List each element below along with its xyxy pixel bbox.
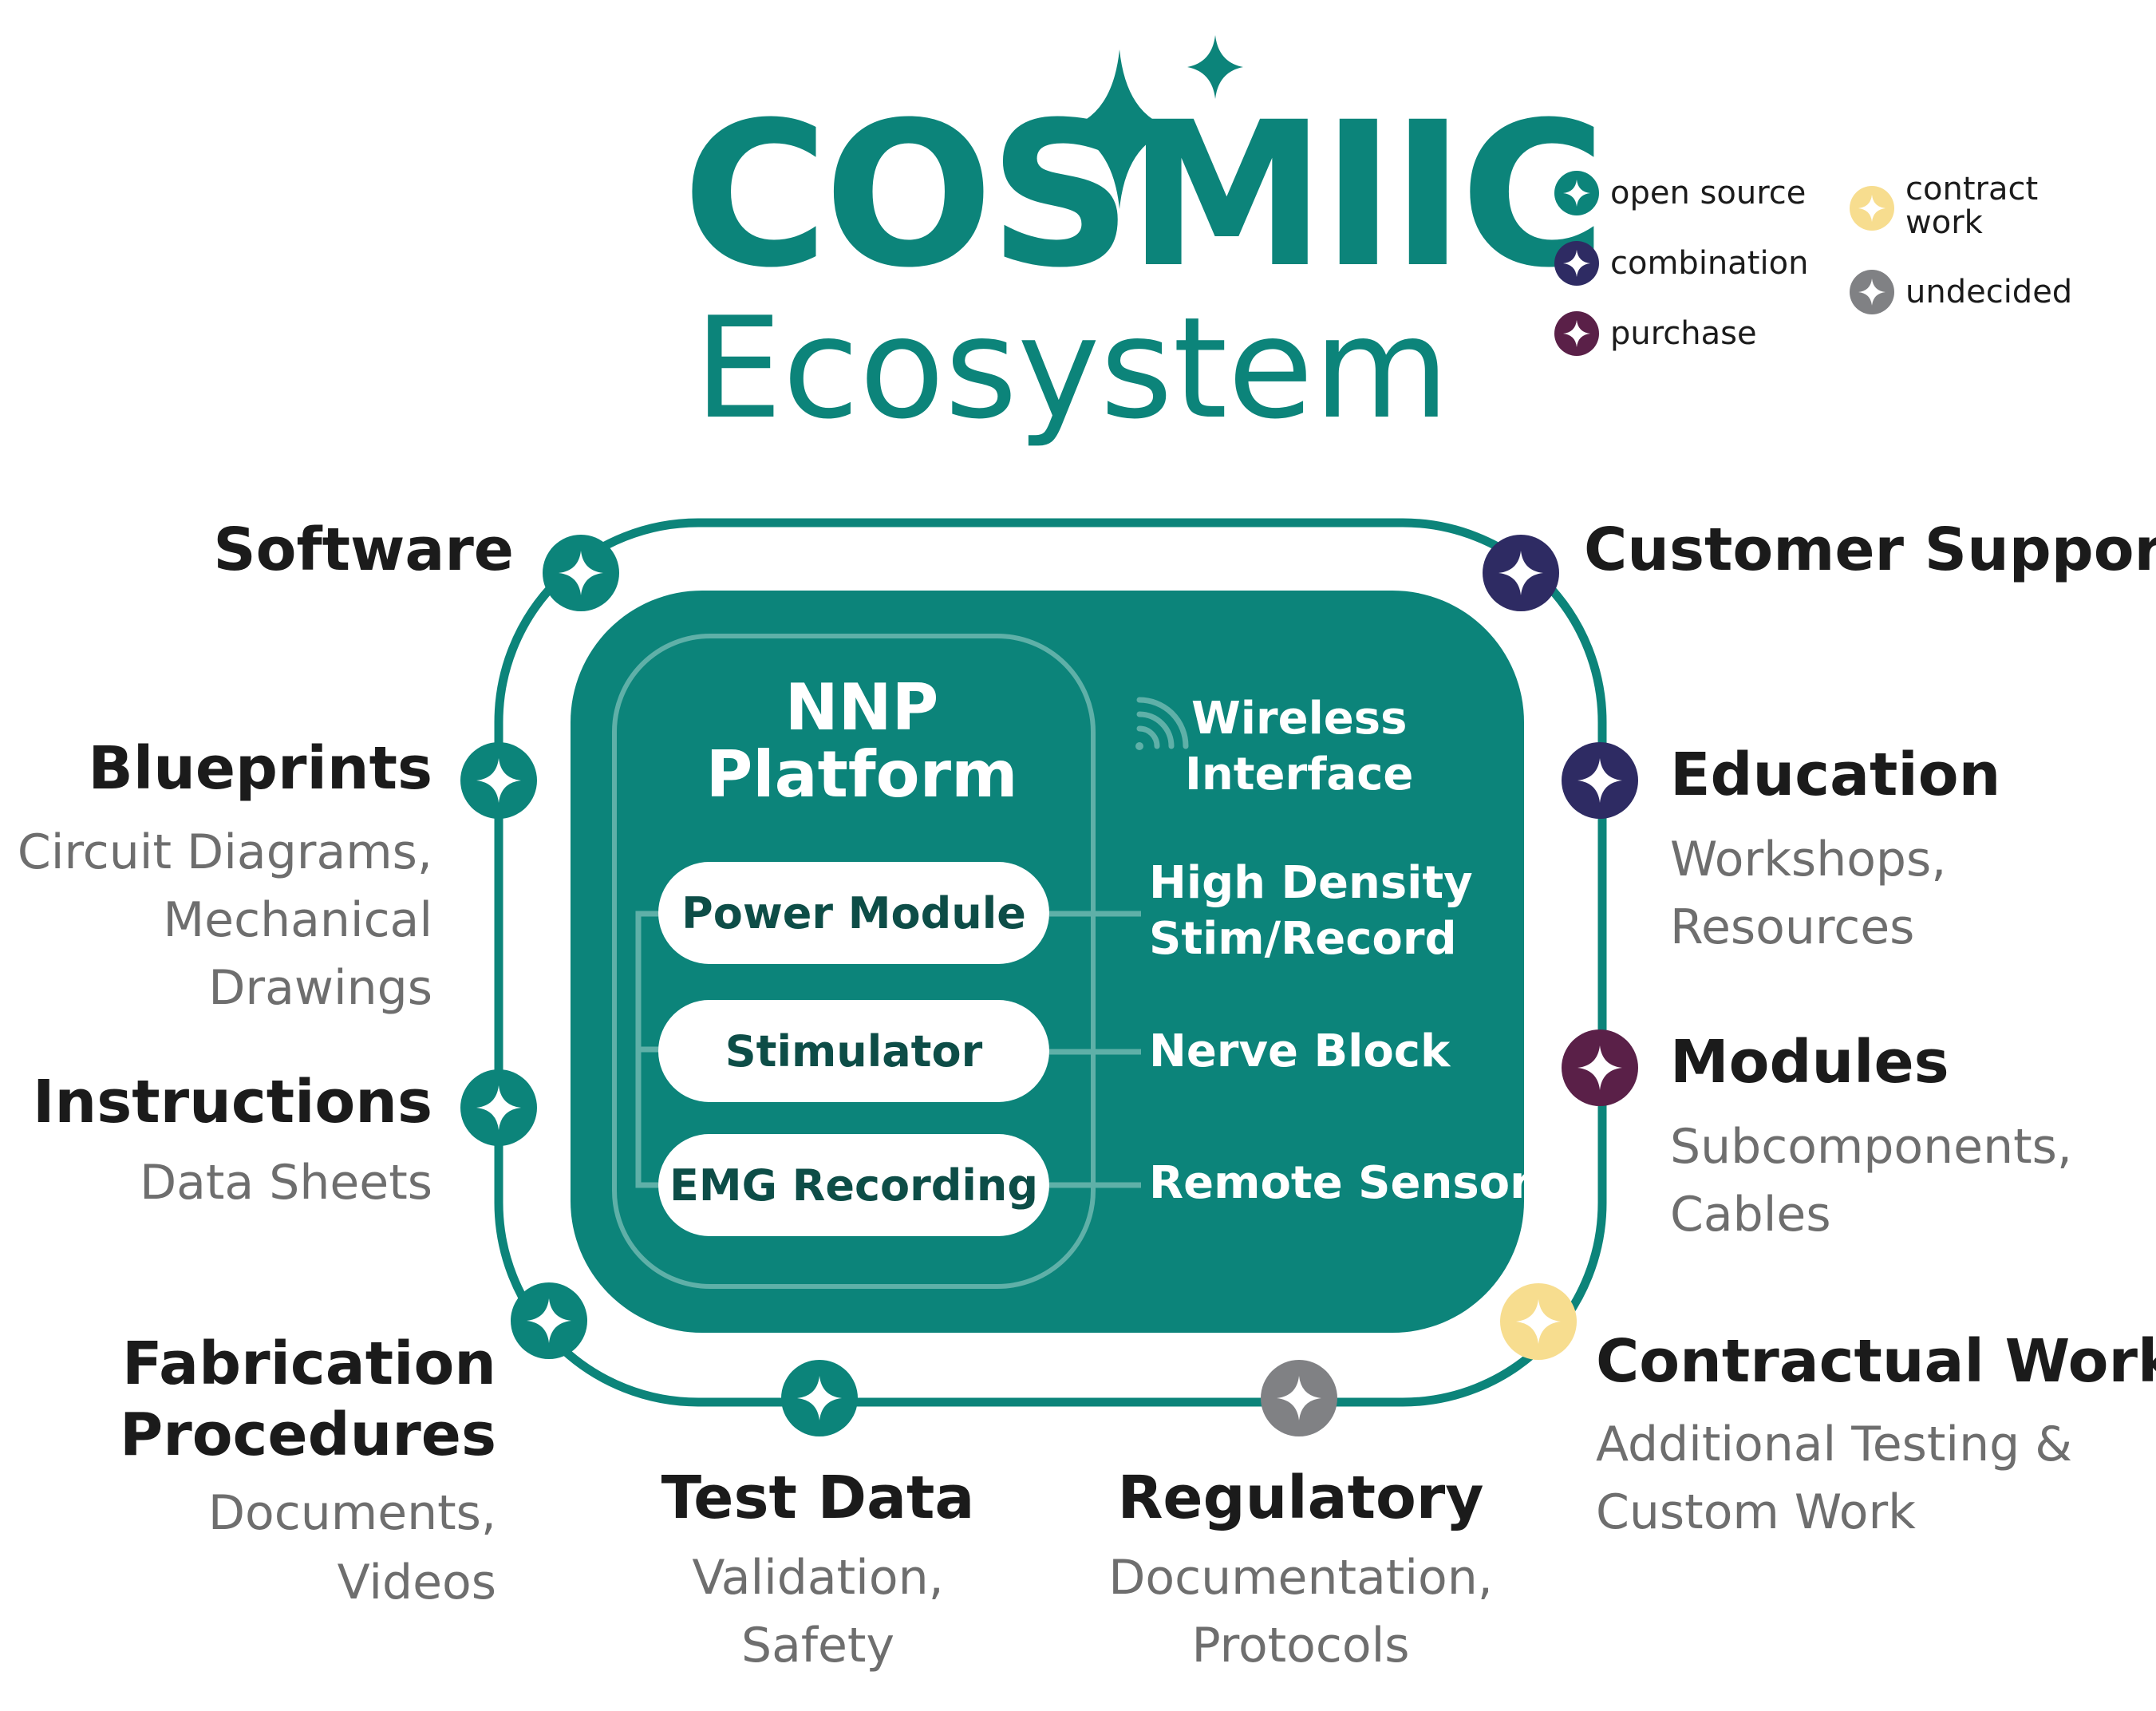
platform-inner-outline — [612, 634, 1096, 1289]
sparkle-icon — [559, 551, 603, 595]
legend-item-open-source: open source — [1554, 171, 1806, 215]
sparkle-icon — [476, 1085, 521, 1130]
contractual-work-subtitle: Additional Testing & Custom Work — [1596, 1417, 2073, 1541]
legend-item-undecided: undecided — [1850, 270, 2072, 314]
sparkle-icon — [1850, 186, 1894, 231]
regulatory-subtitle: Documentation, Protocols — [1108, 1550, 1493, 1674]
node-blueprints — [460, 742, 537, 819]
education-subtitle: Workshops, Resources — [1670, 832, 1947, 956]
node-regulatory — [1261, 1360, 1337, 1436]
legend-label: open source — [1610, 175, 1807, 211]
sparkle-icon — [1554, 311, 1599, 356]
node-test-data — [781, 1360, 858, 1436]
brand-title: COSMIIC — [682, 79, 1606, 311]
contractual-work-title: Contractual Work — [1596, 1327, 2156, 1396]
customer-support-title: Customer Support — [1584, 516, 2156, 584]
module-power: Power Module — [658, 862, 1049, 964]
legend-label: purchase — [1610, 315, 1757, 352]
modules-title: Modules — [1670, 1028, 1949, 1097]
blueprints-title: Blueprints — [88, 734, 432, 803]
instructions-subtitle: Data Sheets — [139, 1155, 432, 1211]
fabrication-subtitle: Documents, Videos — [207, 1485, 496, 1610]
legend-label: combination — [1610, 245, 1809, 282]
legend-label: contract work — [1905, 171, 2039, 241]
sparkle-icon — [797, 1376, 842, 1421]
sparkle-icon — [1554, 171, 1599, 215]
legend-item-purchase: purchase — [1554, 311, 1757, 356]
sparkle-icon — [527, 1298, 571, 1343]
logo-sparkle-large — [1061, 49, 1178, 209]
feature-wireless-interface: Wireless Interface — [1185, 693, 1414, 800]
module-emg-recording: EMG Recording — [658, 1134, 1049, 1236]
legend-item-contract-work: contract work — [1850, 172, 2038, 239]
node-modules — [1562, 1029, 1638, 1106]
platform-title: NNP Platform — [705, 670, 1018, 812]
node-education — [1562, 742, 1638, 819]
test-data-subtitle: Validation, Safety — [692, 1550, 944, 1674]
legend-item-combination: combination — [1554, 241, 1808, 286]
node-customer-support — [1483, 535, 1559, 611]
regulatory-title: Regulatory — [1117, 1464, 1484, 1532]
node-software — [543, 535, 619, 611]
logo-sparkle-small — [1187, 35, 1243, 99]
sparkle-icon — [1850, 270, 1894, 314]
node-fabrication — [511, 1282, 587, 1359]
education-title: Education — [1670, 741, 2001, 809]
sparkle-icon — [1277, 1376, 1321, 1421]
blueprints-subtitle: Circuit Diagrams, Mechanical Drawings — [17, 824, 432, 1017]
sparkle-icon — [1499, 551, 1543, 595]
node-instructions — [460, 1069, 537, 1146]
fabrication-title: Fabrication Procedures — [119, 1330, 496, 1469]
sparkle-icon — [1554, 241, 1599, 286]
instructions-title: Instructions — [33, 1068, 432, 1136]
sparkle-icon — [1578, 758, 1622, 803]
node-contractual-work — [1500, 1283, 1577, 1360]
ecosystem-ring — [494, 518, 1607, 1407]
modules-subtitle: Subcomponents, Cables — [1670, 1119, 2072, 1243]
sparkle-icon — [1578, 1045, 1622, 1090]
feature-remote-sensor: Remote Sensor — [1149, 1157, 1532, 1209]
wifi-icon — [1135, 697, 1189, 750]
module-stimulator: Stimulator — [658, 1000, 1049, 1102]
subtitle-ecosystem: Ecosystem — [694, 288, 1450, 450]
sparkle-icon — [1516, 1299, 1561, 1344]
software-title: Software — [213, 516, 514, 584]
feature-high-density: High Density Stim/Record — [1149, 857, 1473, 965]
legend-label: undecided — [1905, 274, 2073, 310]
test-data-title: Test Data — [661, 1464, 975, 1532]
feature-nerve-block: Nerve Block — [1149, 1025, 1451, 1077]
sparkle-icon — [476, 758, 521, 803]
